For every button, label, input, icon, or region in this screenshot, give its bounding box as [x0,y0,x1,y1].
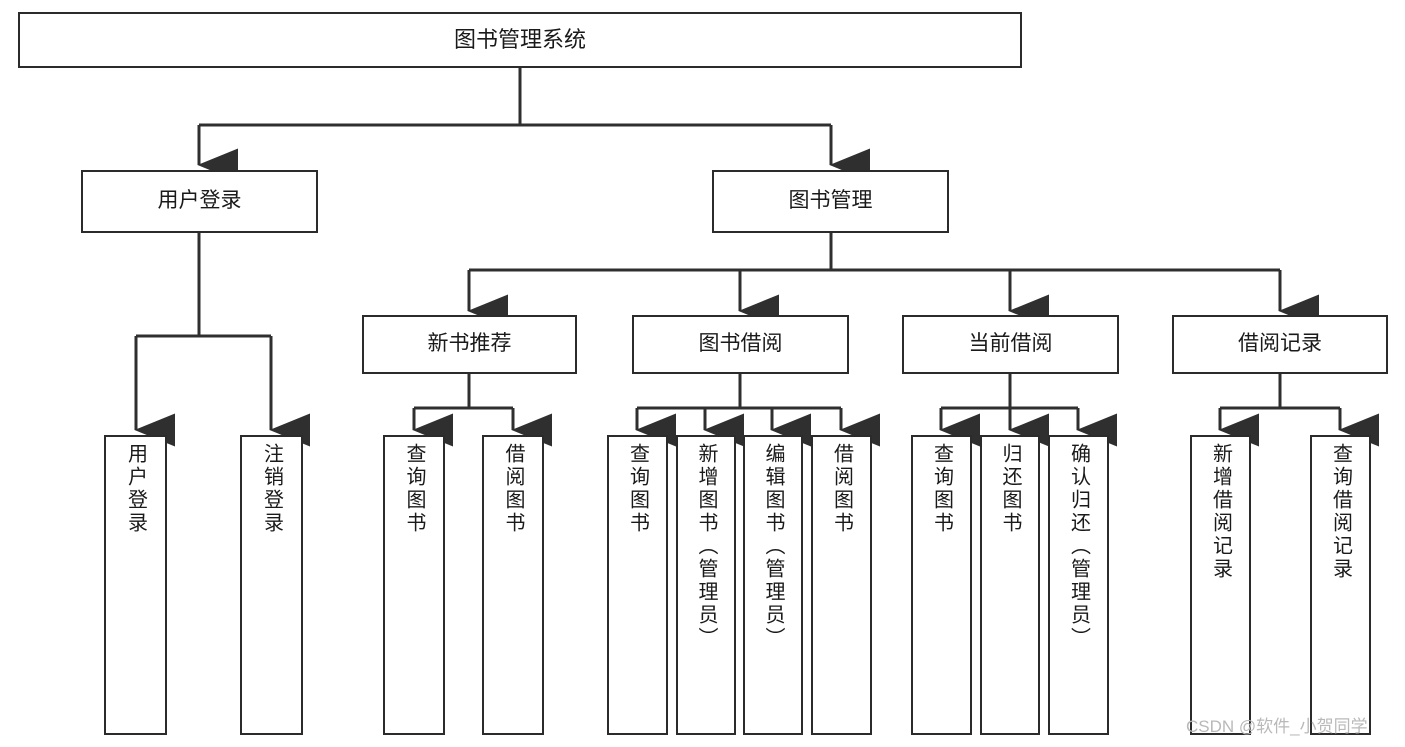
node-label: 编辑图书（管理员） [762,443,784,650]
leaf-query-borrow-record[interactable]: 查询借阅记录 [1310,435,1371,735]
node-user-login[interactable]: 用户登录 [81,170,318,233]
node-label: 当前借阅 [968,332,1053,356]
node-label: 新书推荐 [427,332,512,356]
node-label: 查询图书 [626,443,649,535]
leaf-borrow-book-recommend[interactable]: 借阅图书 [482,435,544,735]
node-label: 查询图书 [930,443,953,535]
leaf-add-borrow-record[interactable]: 新增借阅记录 [1190,435,1251,735]
leaf-user-login[interactable]: 用户登录 [104,435,167,735]
node-label: 查询借阅记录 [1329,443,1352,581]
node-label: 图书管理 [788,189,873,213]
node-label: 图书借阅 [698,332,783,356]
watermark: CSDN @软件_小贺同学 [1186,717,1368,736]
leaf-return-book[interactable]: 归还图书 [980,435,1040,735]
node-label: 注销登录 [260,443,283,535]
node-label: 借阅图书 [830,443,853,535]
leaf-edit-book-admin[interactable]: 编辑图书（管理员） [743,435,803,735]
node-book-borrow[interactable]: 图书借阅 [632,315,849,374]
leaf-confirm-return-admin[interactable]: 确认归还（管理员） [1048,435,1109,735]
node-current-borrow[interactable]: 当前借阅 [902,315,1119,374]
node-label: 确认归还（管理员） [1067,443,1090,650]
node-label: 查询图书 [403,443,425,535]
node-root[interactable]: 图书管理系统 [18,12,1022,68]
node-new-book-recommend[interactable]: 新书推荐 [362,315,577,374]
leaf-query-book-current[interactable]: 查询图书 [911,435,972,735]
node-label: 借阅图书 [502,443,524,535]
node-label: 用户登录 [157,189,242,213]
leaf-query-book[interactable]: 查询图书 [607,435,668,735]
node-book-management[interactable]: 图书管理 [712,170,949,233]
node-label: 新增图书（管理员） [695,443,717,650]
node-label: 借阅记录 [1238,332,1322,356]
node-label: 新增借阅记录 [1209,443,1232,581]
leaf-add-book-admin[interactable]: 新增图书（管理员） [676,435,736,735]
leaf-query-book-recommend[interactable]: 查询图书 [383,435,445,735]
leaf-logout[interactable]: 注销登录 [240,435,303,735]
node-label: 归还图书 [999,443,1021,535]
leaf-borrow-book[interactable]: 借阅图书 [811,435,872,735]
node-label: 图书管理系统 [453,27,586,53]
node-label: 用户登录 [124,443,147,535]
node-borrow-records[interactable]: 借阅记录 [1172,315,1388,374]
